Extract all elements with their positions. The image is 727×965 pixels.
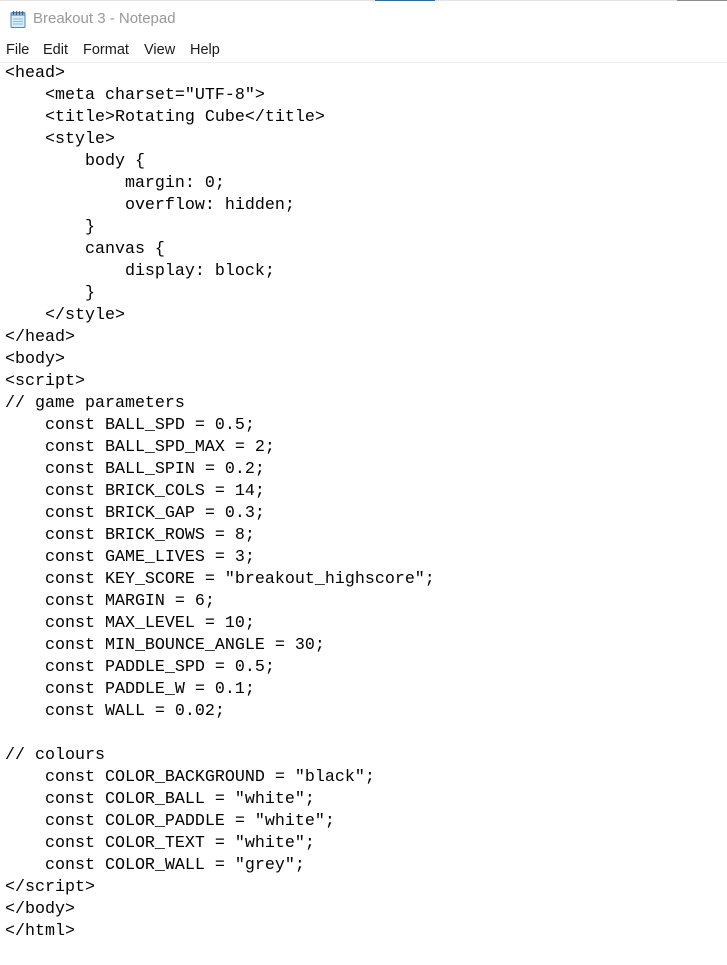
- notepad-icon-ring: [15, 11, 18, 15]
- editor-line[interactable]: }: [5, 284, 95, 303]
- editor-line[interactable]: overflow: hidden;: [5, 196, 295, 215]
- editor-line[interactable]: [5, 723, 727, 745]
- notepad-icon-ring: [18, 11, 21, 15]
- editor-text-area[interactable]: <head> <meta charset="UTF-8"> <title>Rot…: [0, 63, 727, 965]
- editor-line[interactable]: const KEY_SCORE = "breakout_highscore";: [5, 570, 435, 589]
- menu-view[interactable]: View: [144, 42, 176, 58]
- editor-line[interactable]: const COLOR_BALL = "white";: [5, 790, 315, 809]
- editor-line[interactable]: </body>: [5, 900, 75, 919]
- editor-line[interactable]: <style>: [5, 130, 115, 149]
- editor-line[interactable]: const MAX_LEVEL = 10;: [5, 614, 255, 633]
- editor-line[interactable]: canvas {: [5, 240, 165, 259]
- editor-line[interactable]: <meta charset="UTF-8">: [5, 86, 265, 105]
- notepad-icon-graphic: [10, 11, 26, 28]
- notepad-icon-ring: [21, 11, 24, 15]
- notepad-icon-header: [11, 13, 25, 16]
- editor-line[interactable]: }: [5, 218, 95, 237]
- notepad-icon[interactable]: [9, 10, 27, 28]
- editor-line[interactable]: const PADDLE_W = 0.1;: [5, 680, 255, 699]
- editor-line[interactable]: const COLOR_WALL = "grey";: [5, 856, 305, 875]
- editor-line[interactable]: const MARGIN = 6;: [5, 592, 215, 611]
- menu-help[interactable]: Help: [190, 42, 220, 58]
- top-edge-dark-segment: [677, 0, 727, 1]
- menu-bar: File Edit Format View Help: [0, 39, 727, 62]
- editor-line[interactable]: <head>: [5, 64, 65, 83]
- editor-line[interactable]: const BALL_SPIN = 0.2;: [5, 460, 265, 479]
- menu-file[interactable]: File: [6, 42, 30, 58]
- editor-line[interactable]: </style>: [5, 306, 125, 325]
- editor-line[interactable]: margin: 0;: [5, 174, 225, 193]
- editor-line[interactable]: // game parameters: [5, 394, 185, 413]
- editor-line[interactable]: const BRICK_ROWS = 8;: [5, 526, 255, 545]
- editor-line[interactable]: const WALL = 0.02;: [5, 702, 225, 721]
- notepad-icon-ring: [12, 11, 15, 15]
- editor-line[interactable]: const COLOR_TEXT = "white";: [5, 834, 315, 853]
- menu-separator: [0, 62, 727, 63]
- editor-line[interactable]: <body>: [5, 350, 65, 369]
- editor-line[interactable]: </script>: [5, 878, 95, 897]
- editor-line[interactable]: </head>: [5, 328, 75, 347]
- window-top-edge: [0, 0, 727, 1]
- title-bar[interactable]: Breakout 3 - Notepad: [0, 0, 727, 39]
- editor-line[interactable]: body {: [5, 152, 145, 171]
- editor-line[interactable]: const BALL_SPD_MAX = 2;: [5, 438, 275, 457]
- editor-line[interactable]: const BRICK_COLS = 14;: [5, 482, 265, 501]
- editor-line[interactable]: // colours: [5, 746, 105, 765]
- editor-line[interactable]: const COLOR_PADDLE = "white";: [5, 812, 335, 831]
- editor-line[interactable]: const MIN_BOUNCE_ANGLE = 30;: [5, 636, 325, 655]
- editor-line[interactable]: <script>: [5, 372, 85, 391]
- menu-edit[interactable]: Edit: [43, 42, 68, 58]
- top-edge-accent-segment: [375, 0, 435, 1]
- editor-line[interactable]: <title>Rotating Cube</title>: [5, 108, 325, 127]
- editor-line[interactable]: const BRICK_GAP = 0.3;: [5, 504, 265, 523]
- editor-line[interactable]: display: block;: [5, 262, 275, 281]
- editor-line[interactable]: const BALL_SPD = 0.5;: [5, 416, 255, 435]
- editor-line[interactable]: const GAME_LIVES = 3;: [5, 548, 255, 567]
- editor-line[interactable]: const COLOR_BACKGROUND = "black";: [5, 768, 375, 787]
- editor-line[interactable]: const PADDLE_SPD = 0.5;: [5, 658, 275, 677]
- menu-format[interactable]: Format: [83, 42, 129, 58]
- editor-line[interactable]: </html>: [5, 922, 75, 941]
- window-title: Breakout 3 - Notepad: [33, 10, 176, 27]
